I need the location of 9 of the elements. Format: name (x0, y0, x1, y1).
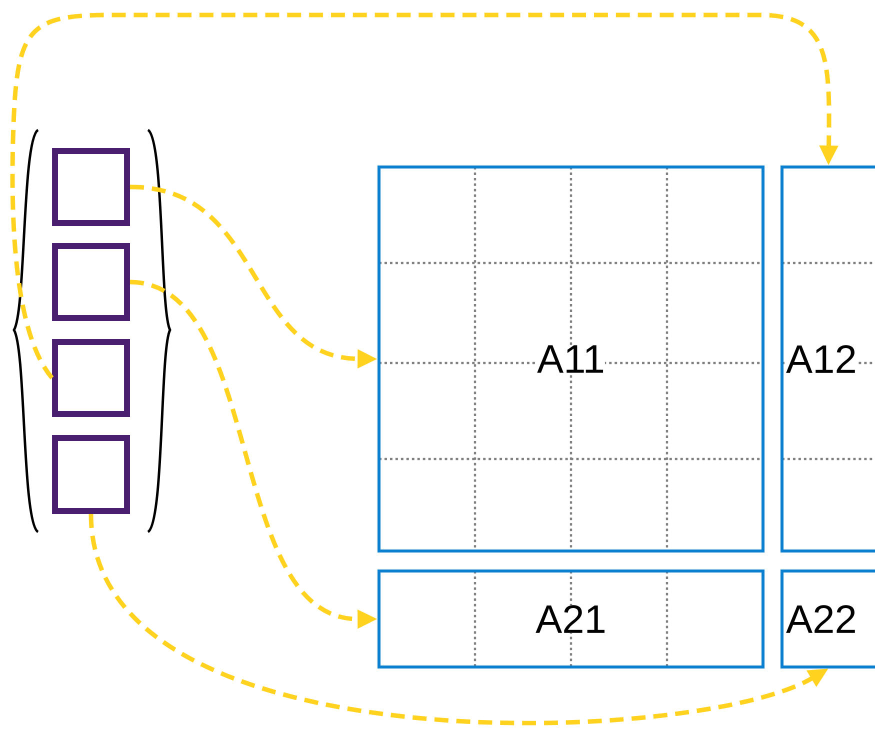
matrix-block: A12 (780, 166, 875, 552)
vector-cell (52, 243, 130, 321)
vector-cell (52, 339, 130, 417)
matrix-block: A11 (378, 166, 764, 552)
arrow (10, 12, 838, 380)
vector-cell (52, 148, 130, 226)
matrix-block: A21 (378, 570, 764, 668)
vector-cell (52, 435, 130, 514)
matrix-block: A22 (780, 570, 875, 668)
